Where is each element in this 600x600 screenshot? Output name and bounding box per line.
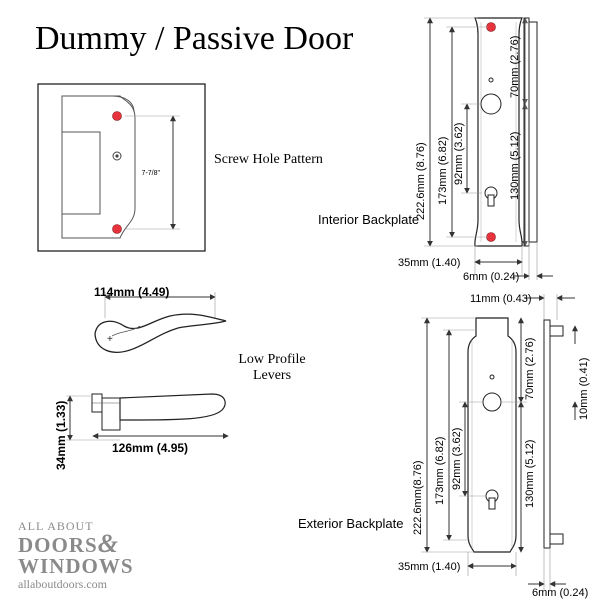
- screw-hole-top-icon: [112, 111, 122, 121]
- exterior-lever-to-bottom-label: 130mm (5.12): [524, 440, 536, 508]
- interior-backplate-figure: [424, 17, 553, 280]
- screw-spacing-label: 7-7/8": [142, 170, 161, 177]
- lever-length-top-label: 114mm (4.49): [94, 285, 169, 299]
- interior-thickness-label: 6mm (0.24): [463, 271, 519, 283]
- exterior-thickness-label: 6mm (0.24): [532, 587, 588, 599]
- levers-label-line2: Levers: [252, 368, 292, 383]
- exterior-holes-label: 173mm (6.82): [434, 437, 446, 505]
- lever-length-bottom-label: 126mm (4.95): [112, 441, 188, 455]
- lever-height-label: 34mm (1.33): [54, 401, 68, 470]
- logo-windows: WINDOWS: [18, 554, 134, 578]
- logo-line1: ALL ABOUT: [18, 519, 94, 533]
- interior-top-to-lever-label: 70mm (2.76): [509, 36, 521, 98]
- interior-overall-label: 222.6mm (8.76): [415, 142, 427, 220]
- logo-doors: DOORS&: [18, 529, 119, 558]
- interior-lever-to-cyl-label: 92mm (3.62): [453, 123, 465, 185]
- logo-url: allaboutdoors.com: [18, 577, 107, 591]
- screw-hole-bottom-icon: [112, 224, 122, 234]
- lever-top-view: +: [94, 292, 227, 353]
- interior-backplate-label: Interior Backplate: [318, 212, 420, 227]
- page-title: Dummy / Passive Door: [35, 20, 354, 57]
- screw-pattern-label: Screw Hole Pattern: [214, 152, 323, 167]
- levers-label: Low Profile Levers: [232, 352, 312, 384]
- exterior-overall-label: 222.6mm(8.76): [412, 460, 424, 535]
- exterior-top-to-lever-label: 70mm (2.76): [524, 338, 536, 400]
- interior-lever-to-bottom-label: 130mm (5.12): [509, 132, 521, 200]
- interior-width-label: 35mm (1.40): [398, 257, 460, 269]
- exterior-backplate-figure: [421, 294, 578, 590]
- svg-text:+: +: [107, 334, 113, 345]
- exterior-rose-label: 11mm (0.43): [470, 293, 532, 305]
- levers-label-line1: Low Profile: [238, 352, 306, 367]
- exterior-width-label: 35mm (1.40): [398, 561, 460, 573]
- exterior-spindle-label: 10mm (0.41): [578, 358, 590, 420]
- exterior-lever-to-cyl-label: 92mm (3.62): [451, 428, 463, 490]
- lever-side-view: [66, 393, 229, 441]
- screw-hole-pattern-figure: 7-7/8": [37, 83, 206, 252]
- brand-logo: ALL ABOUT DOORS& WINDOWS allaboutdoors.c…: [18, 519, 168, 592]
- interior-holes-label: 173mm (6.82): [437, 137, 449, 205]
- exterior-backplate-label: Exterior Backplate: [298, 516, 404, 531]
